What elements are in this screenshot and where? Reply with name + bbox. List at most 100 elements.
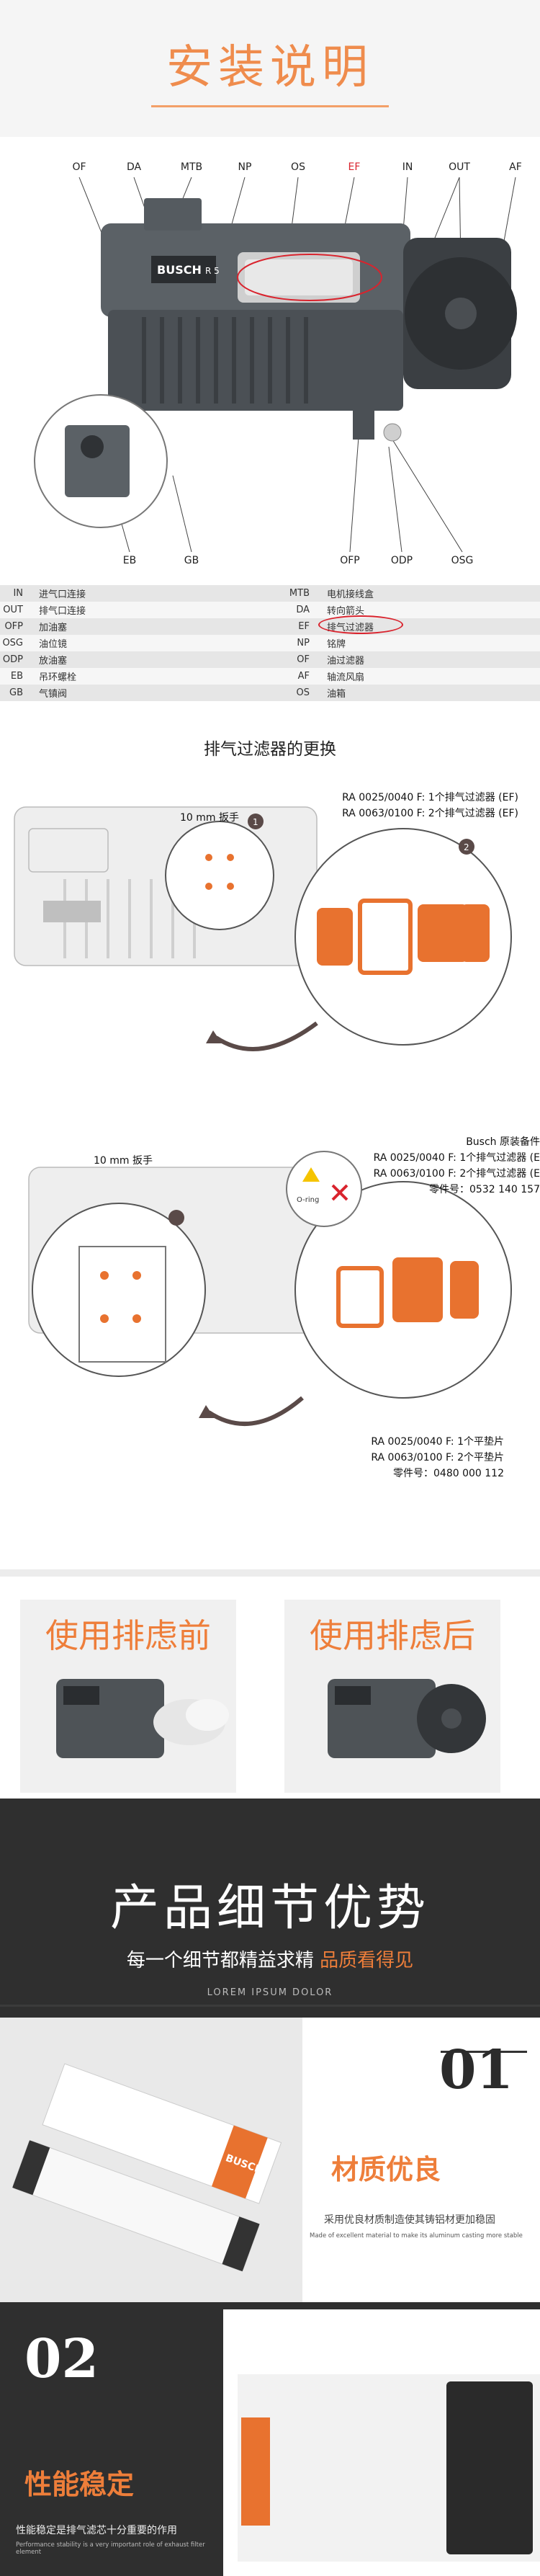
legend-table: IN 进气口连接 MTB 电机接线盒 OUT 排气口连接 DA 转向箭头 OFP…	[0, 585, 540, 701]
callout-os: OS	[291, 161, 305, 173]
callout-in: IN	[402, 161, 413, 173]
legend-row: EB 吊环螺栓 AF 轴流风扇	[0, 668, 540, 685]
before-pump-image	[56, 1679, 229, 1758]
filter-cartridge-image-2	[223, 2309, 540, 2576]
pump-illustration: BUSCH R 5	[34, 177, 517, 553]
subtitle-main: 每一个细节都精益求精	[126, 1950, 314, 1971]
feature-number-1: 01	[439, 2039, 513, 2101]
title-underline	[151, 105, 389, 107]
legend-code: OF	[297, 654, 310, 665]
filter-replacement-section: 排气过滤器的更换 1	[0, 721, 540, 1564]
callout-ef: EF	[348, 161, 361, 173]
callout-odp: ODP	[390, 555, 413, 566]
brand-label: BUSCH	[157, 263, 202, 277]
legend-text: 铭牌	[327, 639, 346, 650]
legend-text: 吊环螺栓	[39, 672, 77, 683]
legend-code: DA	[296, 605, 310, 615]
legend-code: NP	[297, 638, 310, 649]
legend-code: OFP	[4, 621, 23, 632]
after-card: 使用排虑后	[284, 1600, 500, 1793]
legend-row: IN 进气口连接 MTB 电机接线盒	[0, 585, 540, 602]
legend-text: 油位镜	[39, 639, 68, 650]
feature-title-2: 性能稳定	[24, 2469, 135, 2500]
legend-text: 油过滤器	[327, 656, 365, 667]
before-card: 使用排虑前	[20, 1600, 236, 1793]
filter-replacement-illustration: 1 2	[14, 806, 512, 1426]
model-label: R 5	[205, 266, 220, 276]
step-2-badge: 2	[464, 842, 469, 852]
ef-line-1: RA 0025/0040 F: 1个排气过滤器 (EF)	[342, 792, 518, 803]
feature-desc-1: 采用优良材质制造使其铸铝材更加稳固	[324, 2214, 495, 2226]
busch-parts-title: Busch 原装备件	[466, 1136, 540, 1148]
ef-line-2: RA 0063/0100 F: 2个排气过滤器 (EF)	[342, 808, 518, 819]
filter-cartridge-image-1: BUSCH	[0, 2018, 302, 2302]
after-pump-image	[328, 1679, 486, 1758]
legend-text: 气镇阀	[39, 689, 68, 700]
before-label: 使用排虑前	[45, 1616, 211, 1655]
gasket-part-no: 零件号：0480 000 112	[393, 1468, 504, 1479]
legend-code: OSG	[2, 638, 23, 649]
legend-text: 进气口连接	[39, 589, 86, 600]
detail-heading: 产品细节优势	[109, 1880, 430, 1937]
legend-text: 放油塞	[39, 656, 68, 667]
page-title: 安装说明	[166, 41, 374, 94]
pump-diagram: OF DA MTB NP OS EF IN OUT AF EB GB OFP O…	[0, 137, 540, 584]
legend-row: OFP 加油塞 EF 排气过滤器	[0, 615, 540, 635]
callout-of: OF	[72, 161, 86, 173]
legend-row: GB 气镇阀 OS 油箱	[0, 685, 540, 701]
legend-text: 排气口连接	[39, 606, 86, 617]
legend-row: OUT 排气口连接 DA 转向箭头	[0, 602, 540, 618]
gasket-line-2: RA 0063/0100 F: 2个平垫片	[371, 1452, 504, 1463]
subtitle-accent: 品质看得见	[320, 1950, 414, 1971]
step-1-badge: 1	[253, 817, 258, 827]
busch-parts-block: Busch 原装备件 RA 0025/0040 F: 1个排气过滤器 (E RA…	[295, 1134, 540, 1198]
ef-note-block: RA 0025/0040 F: 1个排气过滤器 (EF) RA 0063/010…	[281, 790, 518, 821]
section-title: 排气过滤器的更换	[204, 740, 336, 759]
ef-highlight-circle	[318, 615, 403, 634]
feature-2: 02 性能稳定 性能稳定是排气滤芯十分重要的作用 Performance sta…	[0, 2302, 540, 2576]
legend-code: EF	[298, 621, 310, 632]
after-label: 使用排虑后	[310, 1616, 475, 1655]
legend-text: 电机接线盒	[327, 589, 374, 600]
legend-text-highlight: 排气过滤器	[317, 615, 490, 634]
header-section: 安装说明	[0, 0, 540, 137]
legend-code: OS	[296, 687, 310, 698]
oring-label: O-ring	[297, 1196, 319, 1204]
legend-code: IN	[13, 588, 23, 599]
legend-code: OUT	[3, 605, 23, 615]
legend-code: AF	[297, 671, 310, 682]
gasket-line-1: RA 0025/0040 F: 1个平垫片	[371, 1436, 504, 1448]
legend-code: MTB	[289, 588, 310, 599]
feature-title-1: 材质优良	[331, 2154, 441, 2185]
feature-number-2: 02	[24, 2328, 99, 2390]
wrench-label-1: 10 mm 扳手	[180, 812, 239, 824]
divider	[0, 2005, 540, 2007]
callout-gb: GB	[184, 555, 199, 566]
busch-parts-2: RA 0063/0100 F: 2个排气过滤器 (E	[373, 1168, 540, 1180]
legend-code: GB	[9, 687, 23, 698]
detail-subtitle: 每一个细节都精益求精 品质看得见	[0, 1946, 540, 1972]
legend-code: ODP	[2, 654, 23, 665]
callout-da: DA	[126, 161, 142, 173]
feature-small-1: Made of excellent material to make its a…	[310, 2232, 523, 2239]
busch-part-no: 零件号：0532 140 157	[429, 1184, 540, 1195]
feature-desc-2: 性能稳定是排气滤芯十分重要的作用	[16, 2525, 177, 2536]
wrench-label-2: 10 mm 扳手	[94, 1155, 153, 1167]
feature-1: BUSCH 01 材质优良 采用优良材质制造使其铸铝材更加稳固 Made of …	[0, 2018, 540, 2302]
legend-code: EB	[10, 671, 23, 682]
num-bar-1	[441, 2051, 527, 2082]
legend-text: 加油塞	[39, 623, 68, 633]
legend-row: ODP 放油塞 OF 油过滤器	[0, 651, 540, 668]
feature-small-2: Performance stability is a very importan…	[16, 2541, 205, 2556]
lorem-text: LOREM IPSUM DOLOR	[207, 1987, 333, 1998]
callout-ofp: OFP	[340, 555, 360, 566]
callout-osg: OSG	[451, 555, 474, 566]
before-after-section: 使用排虑前 使用排虑后	[0, 1569, 540, 1799]
legend-row: OSG 油位镜 NP 铭牌	[0, 635, 540, 651]
callout-af: AF	[509, 161, 522, 173]
callout-eb: EB	[122, 555, 137, 566]
callout-mtb: MTB	[180, 161, 203, 173]
legend-text: 转向箭头	[327, 606, 365, 617]
legend-text: 轴流风扇	[327, 672, 365, 683]
